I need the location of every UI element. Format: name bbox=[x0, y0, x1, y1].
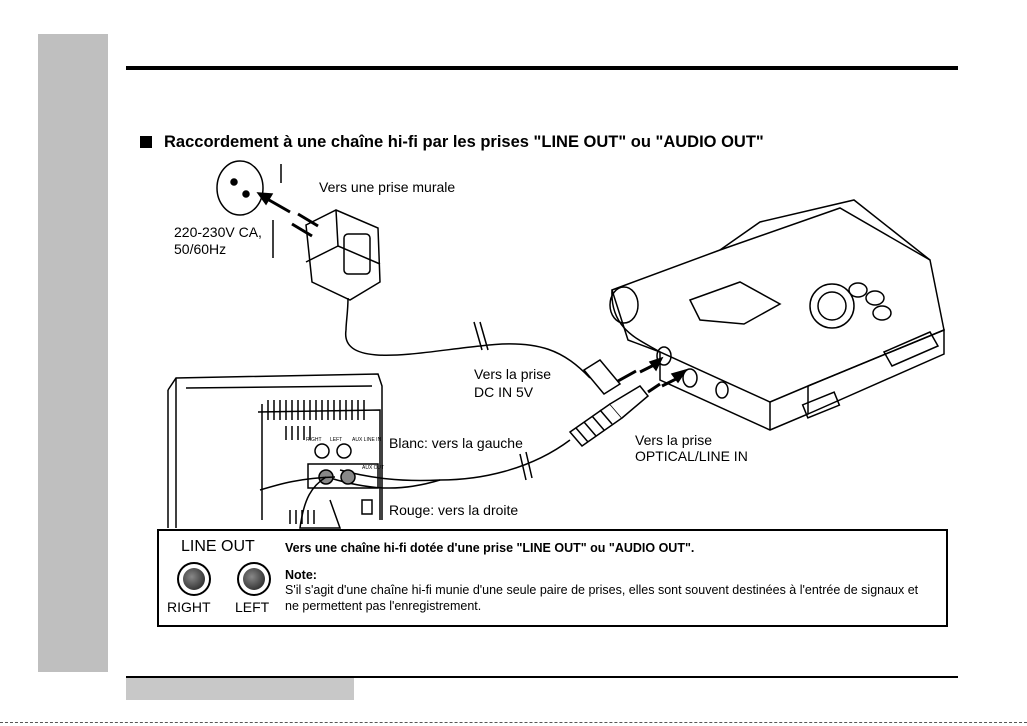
voltage-label-line1: 220-230V CA, bbox=[174, 224, 262, 240]
cut-line bbox=[0, 722, 1027, 723]
left-jack-label: LEFT bbox=[235, 599, 270, 615]
footer-tab bbox=[126, 678, 354, 700]
section-heading-text: Raccordement à une chaîne hi-fi par les … bbox=[164, 133, 764, 151]
right-jack-icon bbox=[177, 562, 211, 596]
md-player-illustration bbox=[609, 199, 945, 431]
aux-line-in-marking: AUX LINE IN bbox=[352, 437, 382, 443]
ac-adapter-illustration bbox=[291, 209, 381, 331]
wall-outlet-label: Vers une prise murale bbox=[319, 179, 456, 195]
line-out-label: LINE OUT bbox=[181, 538, 255, 555]
note-box: LINE OUT RIGHT LEFT Vers une chaîne hi-f… bbox=[157, 529, 948, 627]
optical-label-line2: OPTICAL/LINE IN bbox=[635, 448, 748, 464]
optical-label-line1: Vers la prise bbox=[635, 432, 713, 448]
left-jack-icon bbox=[237, 562, 271, 596]
white-cable-label: Blanc: vers la gauche bbox=[389, 435, 523, 451]
left-marking: LEFT bbox=[330, 437, 342, 443]
header-rule bbox=[126, 66, 958, 70]
note-text: S'il s'agit d'une chaîne hi-fi munie d'u… bbox=[285, 583, 919, 613]
aux-out-marking: AUX OUT bbox=[362, 465, 384, 471]
hifi-system-illustration bbox=[167, 373, 383, 529]
dc-in-label-line1: Vers la prise bbox=[474, 366, 552, 382]
voltage-label-line2: 50/60Hz bbox=[174, 241, 227, 257]
right-jack-label: RIGHT bbox=[167, 599, 211, 615]
section-heading: Raccordement à une chaîne hi-fi par les … bbox=[140, 133, 764, 152]
note-heading: Note: bbox=[285, 568, 317, 582]
right-marking: RIGHT bbox=[306, 437, 322, 443]
side-tab bbox=[38, 34, 108, 672]
red-cable-label: Rouge: vers la droite bbox=[389, 502, 519, 518]
wall-outlet-illustration bbox=[216, 160, 264, 216]
note-box-title: Vers une chaîne hi-fi dotée d'une prise … bbox=[285, 541, 695, 555]
footer-rule bbox=[126, 676, 958, 678]
bullet-square-icon bbox=[140, 136, 152, 148]
audio-plug-illustration bbox=[568, 368, 688, 448]
dc-in-label-line2: DC IN 5V bbox=[474, 384, 534, 400]
